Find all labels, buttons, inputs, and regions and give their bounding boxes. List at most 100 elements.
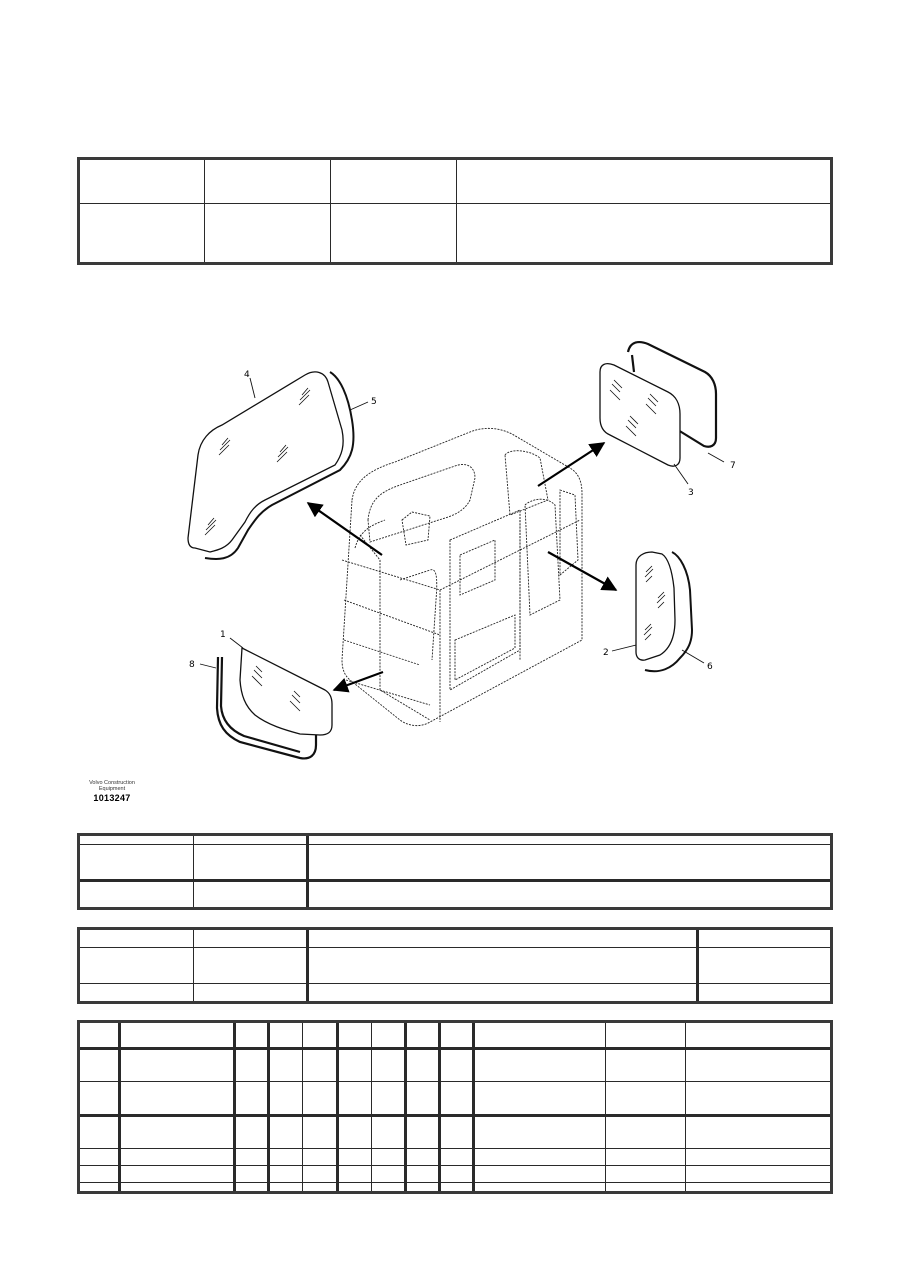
- parts-cell: [403, 1148, 440, 1167]
- parts-table-row: [80, 1148, 830, 1167]
- parts-cell: [403, 1046, 440, 1083]
- info-cell: [192, 844, 308, 881]
- part-7-seal: [626, 341, 718, 448]
- parts-cell: [80, 1081, 120, 1116]
- parts-cell: [80, 1113, 120, 1150]
- parts-cell: [80, 1023, 120, 1049]
- parts-cell: [232, 1081, 269, 1116]
- info-cell: [305, 836, 830, 846]
- parts-cell: [370, 1046, 406, 1083]
- header-cell: [329, 160, 457, 204]
- info-cell: [695, 930, 830, 949]
- parts-cell: [232, 1148, 269, 1167]
- parts-cell: [437, 1165, 474, 1184]
- parts-cell: [301, 1081, 338, 1116]
- parts-cell: [301, 1165, 338, 1184]
- info-table-2: [77, 927, 833, 1004]
- parts-cell: [301, 1113, 338, 1150]
- parts-cell: [335, 1023, 372, 1049]
- info-cell: [305, 878, 830, 907]
- parts-table-row: [80, 1165, 830, 1184]
- parts-cell: [335, 1046, 372, 1083]
- parts-cell: [471, 1113, 606, 1150]
- parts-cell: [335, 1081, 372, 1116]
- part-3-rear-glass: [599, 363, 681, 467]
- parts-cell: [335, 1165, 372, 1184]
- parts-cell: [335, 1182, 372, 1191]
- callout-7: 7: [730, 461, 736, 471]
- parts-cell: [437, 1182, 474, 1191]
- parts-cell: [232, 1182, 269, 1191]
- parts-cell: [80, 1148, 120, 1167]
- parts-cell: [232, 1165, 269, 1184]
- parts-cell: [370, 1113, 406, 1150]
- part-5-seal: [204, 371, 355, 560]
- parts-cell: [471, 1165, 606, 1184]
- parts-list-table: [77, 1020, 833, 1194]
- parts-cell: [266, 1023, 303, 1049]
- parts-table-row: [80, 1113, 830, 1150]
- info-cell: [80, 982, 194, 1001]
- parts-cell: [301, 1182, 338, 1191]
- exploded-cab-glass-diagram: 4 5 7 3 2 6 1 8: [187, 341, 736, 760]
- parts-table-row: [80, 1023, 830, 1049]
- parts-cell: [437, 1081, 474, 1116]
- parts-cell: [301, 1023, 338, 1049]
- parts-cell: [604, 1148, 686, 1167]
- info-cell: [80, 844, 194, 881]
- info-cell: [695, 947, 830, 984]
- parts-cell: [117, 1148, 235, 1167]
- callout-6: 6: [707, 662, 713, 672]
- parts-cell: [604, 1046, 686, 1083]
- parts-cell: [684, 1148, 830, 1167]
- parts-cell: [684, 1046, 830, 1083]
- illustration-logo: Volvo Construction Equipment 1013247: [80, 780, 144, 804]
- parts-cell: [471, 1023, 606, 1049]
- parts-cell: [370, 1182, 406, 1191]
- parts-cell: [437, 1046, 474, 1083]
- parts-cell: [471, 1046, 606, 1083]
- parts-cell: [335, 1113, 372, 1150]
- info-cell: [192, 930, 308, 949]
- info-cell: [305, 947, 698, 984]
- parts-cell: [266, 1165, 303, 1184]
- parts-cell: [335, 1148, 372, 1167]
- info-cell: [695, 982, 830, 1001]
- info-cell: [192, 878, 308, 907]
- parts-cell: [117, 1046, 235, 1083]
- part-6-seal: [644, 551, 694, 673]
- parts-cell: [437, 1113, 474, 1150]
- parts-cell: [80, 1046, 120, 1083]
- parts-cell: [437, 1148, 474, 1167]
- info-cell: [192, 947, 308, 984]
- parts-cell: [301, 1148, 338, 1167]
- parts-cell: [80, 1182, 120, 1191]
- callout-4: 4: [244, 370, 250, 380]
- parts-cell: [684, 1165, 830, 1184]
- parts-cell: [604, 1023, 686, 1049]
- parts-cell: [403, 1182, 440, 1191]
- parts-cell: [684, 1081, 830, 1116]
- parts-cell: [232, 1113, 269, 1150]
- parts-table-row: [80, 1046, 830, 1083]
- parts-cell: [604, 1113, 686, 1150]
- parts-cell: [301, 1046, 338, 1083]
- parts-cell: [684, 1182, 830, 1191]
- callout-3: 3: [688, 488, 694, 498]
- info-cell: [305, 930, 698, 949]
- info-table-1: [77, 833, 833, 910]
- callout-1: 1: [220, 630, 226, 640]
- parts-cell: [604, 1081, 686, 1116]
- info-cell: [80, 878, 194, 907]
- parts-cell: [266, 1081, 303, 1116]
- parts-cell: [266, 1113, 303, 1150]
- parts-cell: [370, 1023, 406, 1049]
- parts-cell: [604, 1182, 686, 1191]
- parts-cell: [471, 1081, 606, 1116]
- parts-cell: [232, 1046, 269, 1083]
- parts-table-row: [80, 1081, 830, 1116]
- parts-cell: [266, 1046, 303, 1083]
- parts-cell: [370, 1148, 406, 1167]
- explode-arrows: [306, 442, 618, 693]
- part-1-lower-glass: [239, 646, 333, 736]
